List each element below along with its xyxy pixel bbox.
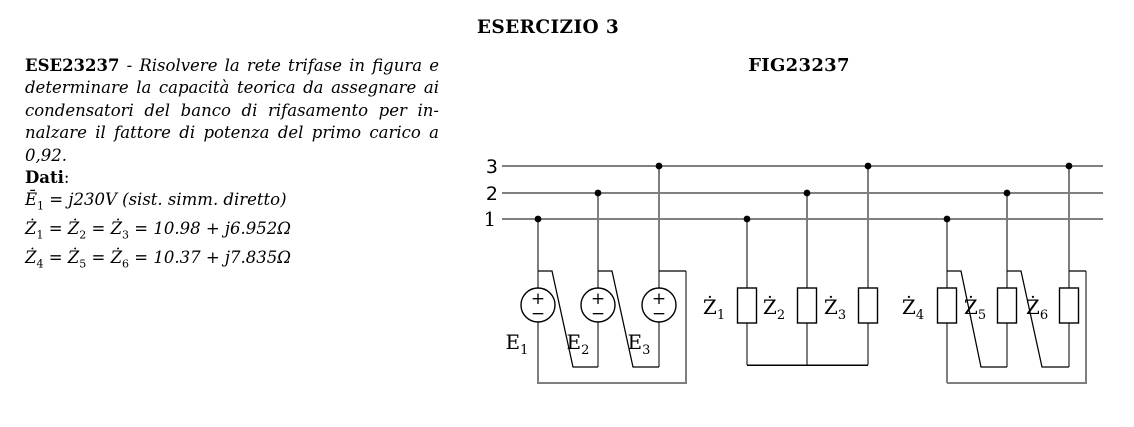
three-phase-circuit-diagram: 3 2 1 + − E1 + − E2 bbox=[484, 156, 1103, 385]
code-separator: - bbox=[119, 56, 140, 75]
minus-sign: − bbox=[652, 304, 666, 324]
source-circle-icon bbox=[520, 287, 556, 323]
impedance-body-z6 bbox=[1058, 287, 1080, 324]
junction-dot bbox=[743, 215, 751, 223]
label-main: Ż bbox=[964, 295, 978, 319]
label-main: Ż bbox=[703, 295, 717, 319]
source-circle-icon bbox=[641, 287, 677, 323]
figure-title: FIG23237 bbox=[748, 55, 850, 76]
junction-dot bbox=[864, 162, 872, 170]
source-label-e3: E3 bbox=[628, 330, 651, 358]
delta-link-e1-to-e2 bbox=[538, 270, 598, 368]
dati-line: Dati: bbox=[25, 167, 439, 189]
label-sub: 5 bbox=[978, 308, 986, 323]
statement-line-3: condensatori del banco di rifasamento pe… bbox=[25, 100, 439, 120]
label-main: Ż bbox=[824, 295, 838, 319]
bus-label-3: 3 bbox=[486, 156, 498, 178]
impedance-body-z1 bbox=[736, 287, 758, 324]
impedance-body-z3 bbox=[857, 287, 879, 324]
bus-label-2: 2 bbox=[486, 183, 498, 205]
given-emf: Ē1 = j230V (sist. simm. diretto) bbox=[25, 190, 287, 213]
plus-sign: + bbox=[652, 289, 666, 309]
impedance-body-z5 bbox=[996, 287, 1018, 324]
wire-source-bottom-rail bbox=[536, 271, 688, 385]
junction-dot bbox=[655, 162, 663, 170]
impedance-body-z2 bbox=[796, 287, 818, 324]
label-main: Ż bbox=[763, 295, 777, 319]
problem-statement: ESE23237 - Risolvere la rete trifase in … bbox=[25, 55, 439, 276]
junction-dot bbox=[1003, 189, 1011, 197]
statement-text: Risolvere la rete trifase in figura e bbox=[139, 56, 439, 75]
minus-sign: − bbox=[531, 304, 545, 324]
impedance-label-z2: Ż2 bbox=[763, 295, 785, 323]
statement-line-2: determinare la capacità teorica da asseg… bbox=[25, 78, 439, 98]
delta-link-e2-to-e3 bbox=[598, 270, 659, 368]
label-sub: 4 bbox=[916, 308, 924, 323]
junction-dot bbox=[803, 189, 811, 197]
wire-delta-bottom-rail bbox=[947, 271, 1088, 385]
impedance-label-z1: Ż1 bbox=[703, 295, 725, 323]
statement-line-5: 0,92. bbox=[25, 145, 67, 165]
impedance-body-z4 bbox=[936, 287, 958, 324]
given-z456: Ż4 = Ż5 = Ż6 = 10.37 + j7.835Ω bbox=[25, 247, 291, 271]
label-sub: 1 bbox=[717, 308, 725, 323]
dati-label: Dati bbox=[25, 168, 64, 188]
delta-link-z4-to-z5 bbox=[947, 270, 1007, 368]
page-title: ESERCIZIO 3 bbox=[476, 17, 620, 38]
label-sub: 1 bbox=[520, 343, 528, 358]
label-sub: 3 bbox=[838, 308, 846, 323]
exercise-code: ESE23237 bbox=[25, 56, 120, 75]
voltage-source-e3: + − E3 bbox=[628, 287, 677, 358]
impedance-label-z3: Ż3 bbox=[824, 295, 846, 323]
impedance-label-z5: Ż5 bbox=[964, 295, 986, 323]
label-sub: 3 bbox=[642, 343, 650, 358]
junction-dot bbox=[534, 215, 542, 223]
label-main: Ż bbox=[902, 295, 916, 319]
junction-dot bbox=[594, 189, 602, 197]
label-main: E bbox=[506, 330, 521, 354]
statement-line-4: nalzare il fattore di potenza del primo … bbox=[25, 123, 439, 143]
label-main: E bbox=[628, 330, 643, 354]
bus-label-1: 1 bbox=[484, 208, 496, 231]
minus-sign: − bbox=[591, 304, 605, 324]
impedance-label-z4: Ż4 bbox=[902, 295, 924, 323]
junction-dot bbox=[1065, 162, 1073, 170]
source-circle-icon bbox=[580, 287, 616, 323]
plus-sign: + bbox=[531, 289, 545, 309]
dati-colon: : bbox=[63, 168, 70, 188]
label-sub: 2 bbox=[581, 343, 589, 358]
impedance-label-z6: Ż6 bbox=[1026, 295, 1048, 323]
source-label-e1: E1 bbox=[506, 330, 529, 358]
given-z123: Ż1 = Ż2 = Ż3 = 10.98 + j6.952Ω bbox=[25, 219, 291, 242]
delta-link-z5-to-z6 bbox=[1007, 270, 1069, 368]
voltage-source-e2: + − E2 bbox=[567, 287, 616, 358]
label-main: E bbox=[567, 330, 582, 354]
label-sub: 2 bbox=[777, 308, 785, 323]
label-main: Ż bbox=[1026, 295, 1040, 319]
source-label-e2: E2 bbox=[567, 330, 590, 358]
junction-dot bbox=[943, 215, 951, 223]
label-sub: 6 bbox=[1040, 308, 1048, 323]
statement-line-1: ESE23237 - Risolvere la rete trifase in … bbox=[25, 55, 439, 77]
voltage-source-e1: + − E1 bbox=[506, 287, 556, 358]
plus-sign: + bbox=[591, 289, 605, 309]
